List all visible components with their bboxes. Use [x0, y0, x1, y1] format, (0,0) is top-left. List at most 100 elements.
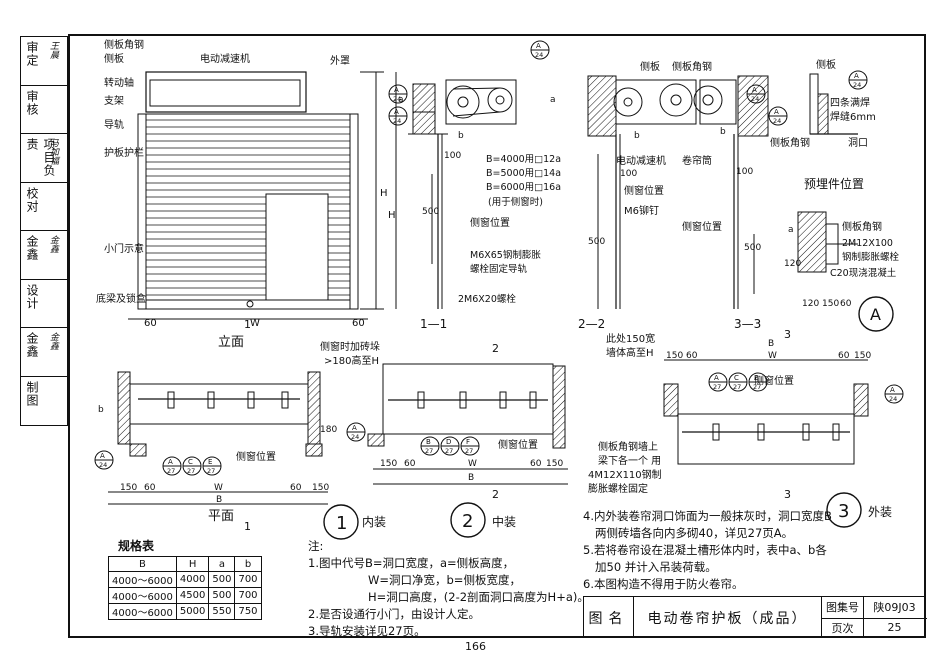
callout-circle: C27: [182, 456, 202, 476]
callout-top: F: [466, 438, 470, 446]
callout-bottom: 24: [351, 433, 359, 441]
table-cell: 4000: [175, 571, 210, 588]
callout-bottom: 27: [207, 467, 215, 475]
label: 此处150宽: [606, 332, 655, 345]
title-block: 图名 电动卷帘护板（成品） 图集号 陕09J03 页次 25: [583, 596, 927, 638]
table-cell: 4000～6000: [108, 587, 177, 604]
label: 焊缝6mm: [830, 110, 876, 123]
label: B=4000用□12a: [486, 154, 561, 165]
label: 侧板角钢: [770, 136, 810, 149]
wall-hatch: [663, 383, 679, 417]
approval-label: 金鑫: [25, 235, 39, 261]
dim-text: 150: [380, 459, 397, 469]
callout-circle: F27: [460, 436, 480, 456]
drum-circle: [693, 85, 723, 115]
approval-label: 项目负责: [25, 138, 56, 177]
view-caption: 2—2: [578, 317, 605, 331]
table-cell: 500: [208, 587, 236, 604]
callout-top: E: [754, 374, 758, 382]
callout-bottom: 27: [733, 383, 741, 391]
concrete-hatch: [797, 211, 827, 273]
callout-circle: A24: [388, 106, 408, 126]
roller-plan: [382, 363, 554, 435]
label: 洞口: [848, 137, 868, 149]
callout-top: A: [890, 386, 895, 394]
label: 膨胀螺栓固定: [588, 482, 648, 495]
dim-text: 60: [404, 459, 416, 469]
note-line: 1.图中代号B=洞口宽度，a=侧板高度，: [308, 556, 515, 570]
label: 侧窗位置: [470, 216, 510, 229]
callout-bottom: 24: [853, 81, 861, 89]
table-row: 4000～6000 4500 500 700: [108, 587, 262, 604]
dim-text: 60: [686, 351, 698, 361]
label: 2M6X20螺栓: [458, 293, 516, 305]
dim-text: 150: [822, 299, 839, 309]
drawing-canvas: 侧板角钢 侧板 转动轴 支架 导轨 护板护栏 小门示意 底梁及锁盒 电动减速机 …: [94, 38, 904, 540]
label: 电动减速机: [200, 52, 250, 65]
elevation-drum: [149, 79, 301, 107]
elevation-guide-right: [349, 113, 359, 310]
note-line: 加50 并计入吊装荷载。: [595, 560, 717, 574]
approval-cell: 金鑫金鑫: [21, 328, 67, 377]
dim-text: 150: [312, 483, 329, 493]
section-1-1: [395, 72, 517, 309]
atlas-label: 图集号: [822, 597, 864, 618]
approval-signature: 金鑫: [48, 332, 58, 350]
approval-cell: 设计: [21, 280, 67, 328]
wall-hatch: [587, 75, 617, 137]
label: 侧板: [104, 52, 124, 65]
label: 底梁及锁盒: [96, 292, 146, 305]
callout-bottom: 24: [535, 51, 543, 59]
callout-bottom: 27: [713, 383, 721, 391]
callout-top: A: [714, 374, 719, 382]
view-caption: 3—3: [734, 317, 761, 331]
dim-text: W: [250, 318, 260, 329]
callout-circle: A24: [884, 384, 904, 404]
callout-circle: E27: [202, 456, 222, 476]
motor-circle: [613, 87, 643, 117]
approval-label: 制图: [25, 380, 39, 407]
dim-text: 120: [802, 299, 819, 309]
callout-bottom: 24: [773, 117, 781, 125]
table-cell: 750: [234, 603, 262, 620]
notes-heading: 注:: [308, 539, 324, 553]
drawing-name-label: 图名: [584, 597, 634, 638]
callout-bottom: 24: [393, 95, 401, 103]
plan-1: [108, 371, 359, 540]
wall-hatch: [853, 383, 869, 417]
table-cell: 500: [208, 571, 236, 588]
table-row: 4000～6000 4000 500 700: [108, 571, 262, 588]
dim-text: 500: [744, 243, 761, 253]
dim-text: 150: [854, 351, 871, 361]
label: 侧窗位置: [682, 220, 722, 233]
plan-number-circle: [450, 502, 486, 538]
label: B=5000用□14a: [486, 168, 561, 179]
callout-circle: C27: [728, 372, 748, 392]
view-caption: 平面: [208, 509, 234, 524]
label: 4M12X110钢制: [588, 468, 662, 481]
plan-number: 1: [336, 513, 347, 534]
wall-hatch: [737, 75, 769, 137]
dim-text: 60: [838, 351, 850, 361]
approval-cell: 审核: [21, 86, 67, 134]
motor-axle: [495, 95, 505, 105]
callout-bottom: 24: [99, 461, 107, 469]
drawing-frame: [68, 34, 926, 638]
drum-circle: [659, 83, 693, 117]
section-mark: 3: [784, 488, 791, 501]
callout-bottom: 24: [889, 395, 897, 403]
dim-text: 180: [320, 425, 337, 435]
label: 四条满焊: [830, 96, 870, 109]
view-caption: 1—1: [420, 317, 447, 331]
callout-top: E: [208, 458, 212, 466]
roller-plan: [129, 383, 309, 425]
side-plate: [615, 79, 697, 125]
approval-cell: 校对: [21, 183, 67, 231]
note-line: 6.本图构造不得用于防火卷帘。: [583, 577, 744, 591]
callout-bottom: 24: [751, 95, 759, 103]
plan-title: 中装: [492, 514, 516, 529]
table-cell: 4000～6000: [108, 571, 177, 588]
page-number: 166: [465, 640, 486, 653]
dim-text: 150: [546, 459, 563, 469]
dim-text: 60: [290, 483, 302, 493]
